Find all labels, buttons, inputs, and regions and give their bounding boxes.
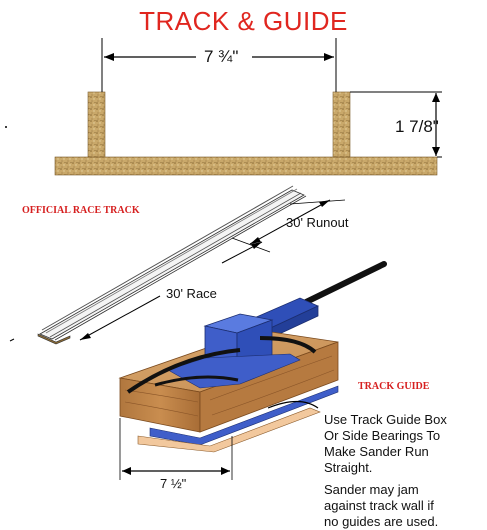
- sander-cord: [297, 261, 387, 308]
- track-right-wall: [332, 91, 351, 158]
- note-line: Or Side Bearings To: [324, 428, 441, 443]
- height-dimension-arrow: [432, 93, 440, 156]
- guide-width-dimension-arrow: [122, 467, 230, 475]
- note-line: Make Sander Run: [324, 444, 429, 459]
- runout-label: 30' Runout: [286, 215, 349, 230]
- race-track-rail: [9, 185, 346, 345]
- track-guide-heading: TRACK GUIDE: [358, 381, 430, 392]
- official-track-heading: OFFICIAL RACE TRACK: [22, 205, 140, 216]
- note-line: no guides are used.: [324, 514, 439, 529]
- track-width-label: 7 ¾": [204, 47, 239, 66]
- note-line: against track wall if: [324, 498, 434, 513]
- race-label: 30' Race: [166, 286, 217, 301]
- note-line: Straight.: [324, 460, 373, 475]
- note-line: Sander may jam: [324, 482, 419, 497]
- guide-width-label: 7 ½": [160, 476, 187, 491]
- track-base: [54, 156, 438, 176]
- page-title: TRACK & GUIDE: [139, 6, 348, 36]
- width-dimension-arrow: [104, 53, 334, 61]
- track-left-wall: [87, 91, 106, 158]
- track-height-label: 1 7/8": [395, 117, 439, 136]
- note-line: Use Track Guide Box: [324, 412, 447, 427]
- guide-note-instructions: Use Track Guide Box Or Side Bearings To …: [324, 412, 447, 476]
- track-cross-section: [5, 38, 442, 176]
- runout-dimension-arrow: [249, 199, 331, 245]
- guide-note-warning: Sander may jam against track wall if no …: [324, 482, 438, 530]
- guide-leader-line: [267, 400, 319, 409]
- track-guide-illustration: [118, 261, 387, 480]
- race-dimension-arrow: [79, 241, 263, 341]
